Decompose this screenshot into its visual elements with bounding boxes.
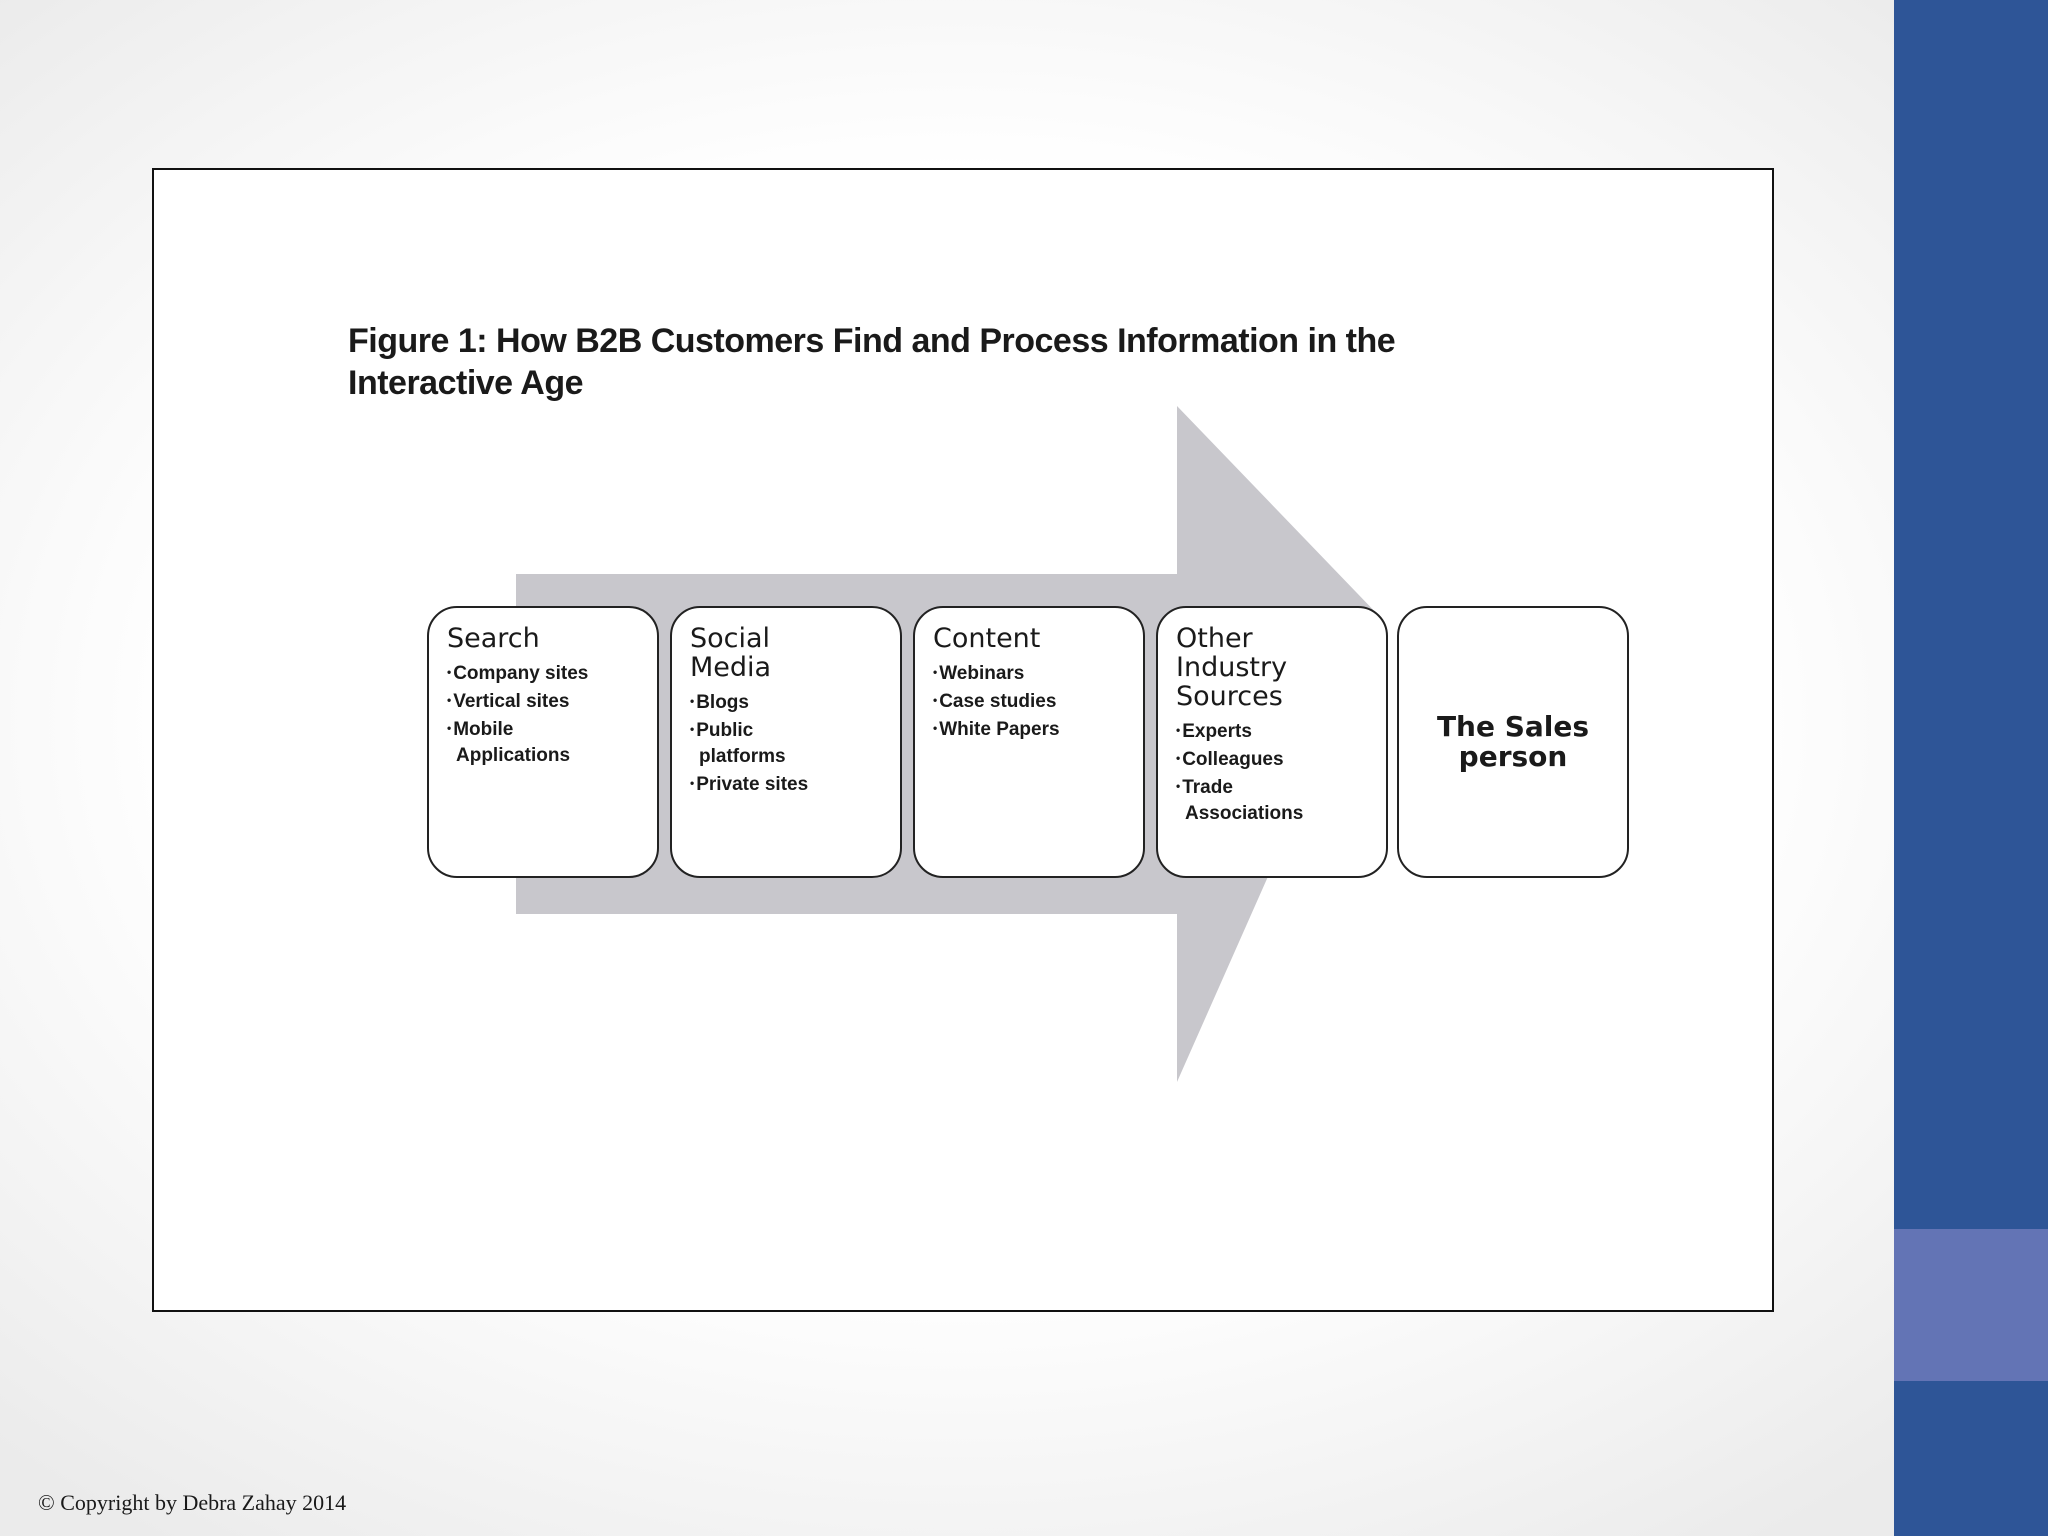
stage-item-list: Blogs Public platforms Private sites — [690, 688, 882, 798]
list-item: Private sites — [690, 770, 882, 798]
copyright-notice: © Copyright by Debra Zahay 2014 — [38, 1490, 347, 1515]
stage-sales-person: The Sales person — [1397, 606, 1629, 878]
list-item: Case studies — [933, 687, 1125, 715]
list-item: Vertical sites — [447, 687, 639, 715]
sidebar-accent-band — [1894, 1229, 2048, 1381]
list-item: White Papers — [933, 715, 1125, 743]
stage-heading: Content — [933, 623, 1041, 654]
list-item: Experts — [1176, 717, 1368, 745]
stage-item-list: Webinars Case studies White Papers — [933, 659, 1125, 743]
list-item: Mobile Applications — [447, 715, 639, 769]
figure-frame: Figure 1: How B2B Customers Find and Pro… — [152, 168, 1774, 1312]
list-item: Company sites — [447, 659, 639, 687]
stage-item-list: Experts Colleagues Trade Associations — [1176, 717, 1368, 827]
stage-heading: Social Media — [690, 623, 772, 683]
list-item: Blogs — [690, 688, 882, 716]
list-item: Colleagues — [1176, 745, 1368, 773]
stage-social-media: Social Media Blogs Public platforms Priv… — [670, 606, 902, 878]
stage-item-list: Company sites Vertical sites Mobile Appl… — [447, 659, 639, 769]
list-item: Trade Associations — [1176, 773, 1368, 827]
stage-search: Search Company sites Vertical sites Mobi… — [427, 606, 659, 878]
stage-heading: The Sales person — [1436, 710, 1590, 773]
stage-heading: Search — [447, 623, 540, 654]
figure-title: Figure 1: How B2B Customers Find and Pro… — [348, 322, 1396, 402]
stage-heading: Other Industry Sources — [1176, 623, 1288, 712]
list-item: Webinars — [933, 659, 1125, 687]
stage-other-industry-sources: Other Industry Sources Experts Colleague… — [1156, 606, 1388, 878]
list-item: Public platforms — [690, 716, 882, 770]
stage-content: Content Webinars Case studies White Pape… — [913, 606, 1145, 878]
